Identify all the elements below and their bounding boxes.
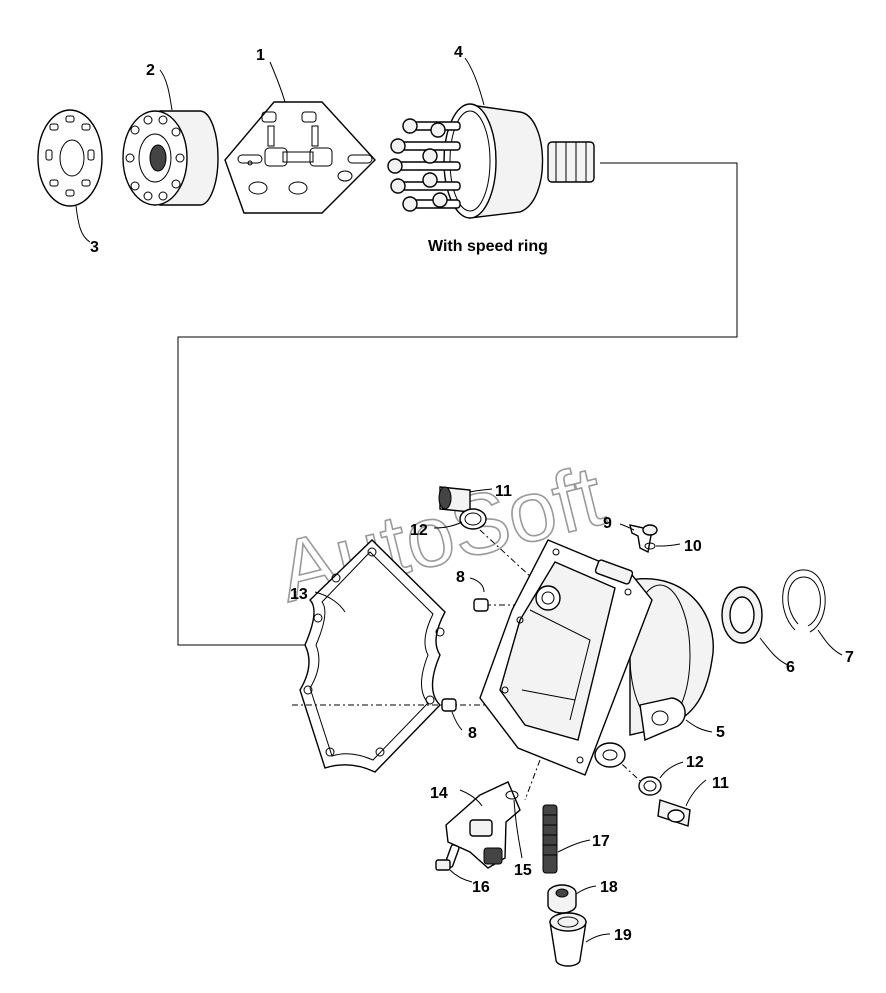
label-part-13: 13 — [290, 586, 308, 603]
label-part-3: 3 — [90, 239, 99, 256]
part-8-dowel-pin-lower — [441, 698, 457, 712]
part-5-housing — [479, 539, 714, 776]
label-part-1: 1 — [256, 47, 265, 64]
label-part-11-upper: 11 — [495, 483, 512, 500]
part-8-dowel-pin-upper — [473, 598, 489, 612]
pistons — [387, 118, 461, 212]
part-15-o-ring — [505, 790, 519, 800]
part-19-cap — [549, 912, 587, 967]
label-part-8-lower: 8 — [468, 725, 477, 742]
part-18-nut — [547, 884, 577, 914]
label-part-10: 10 — [684, 538, 702, 555]
label-part-7: 7 — [845, 649, 854, 666]
part-10-o-ring — [644, 542, 656, 550]
part-13-gasket — [299, 539, 446, 773]
label-part-6: 6 — [786, 659, 795, 676]
label-part-15: 15 — [514, 862, 532, 879]
part-6-shaft-seal — [721, 586, 763, 644]
label-part-19: 19 — [614, 927, 632, 944]
part-11-plug-lower — [657, 799, 691, 827]
label-part-4: 4 — [454, 44, 463, 61]
part-4-rotating-group — [387, 103, 595, 219]
part-9-bracket — [629, 524, 658, 554]
label-part-11-lower: 11 — [712, 775, 729, 792]
part-labels: 1 2 3 4 5 6 7 8 8 9 10 11 12 12 11 13 14… — [90, 44, 854, 944]
label-part-12-lower: 12 — [686, 754, 704, 771]
label-part-16: 16 — [472, 879, 490, 896]
label-part-12-upper: 12 — [410, 522, 428, 539]
part-7-retaining-ring — [782, 569, 826, 633]
part-11-plug-upper — [438, 486, 471, 513]
part-3-port-plate — [37, 109, 103, 207]
label-part-8-upper: 8 — [456, 569, 465, 586]
alignment-line-bottom — [524, 759, 541, 801]
label-part-5: 5 — [716, 724, 725, 741]
part-16-screw — [435, 844, 460, 871]
speed-ring-caption: With speed ring — [428, 238, 548, 255]
part-17-stud — [542, 804, 558, 874]
label-part-2: 2 — [146, 62, 155, 79]
part-1-seal-kit-card — [224, 101, 376, 214]
assembly-connector-line — [177, 162, 738, 646]
part-14-speed-sensor — [445, 781, 521, 869]
label-part-18: 18 — [600, 879, 618, 896]
label-part-17: 17 — [592, 833, 610, 850]
part-2-cylinder-block — [122, 110, 219, 206]
part-12-o-ring-upper — [459, 508, 487, 530]
leader-lines — [75, 57, 843, 943]
label-part-14: 14 — [430, 785, 448, 802]
part-12-o-ring-lower — [638, 776, 662, 796]
label-part-9: 9 — [603, 515, 612, 532]
